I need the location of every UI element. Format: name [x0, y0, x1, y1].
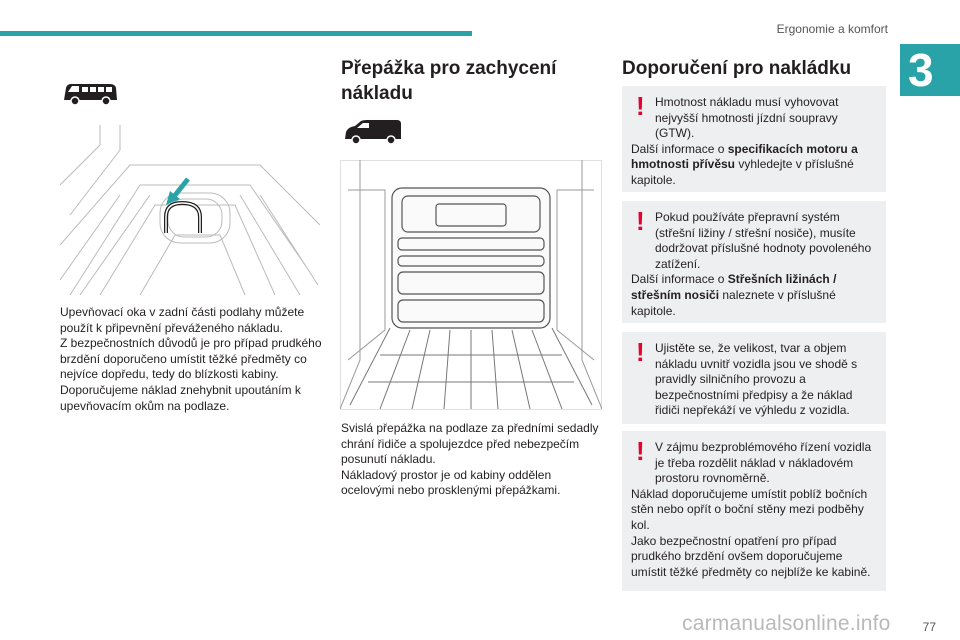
column-3: Doporučení pro nakládku: [622, 56, 886, 81]
warning-detail: Náklad doporučujeme umístit poblíž boční…: [631, 486, 868, 532]
chapter-tab: 3: [900, 44, 960, 96]
column-2: Přepážka pro zachycení nákladu: [341, 56, 601, 106]
paragraph: Upevňovací oka v zadní části podlahy můž…: [60, 305, 305, 335]
paragraph: Nákladový prostor je od kabiny oddělen o…: [341, 467, 561, 498]
section-title: Ergonomie a komfort: [776, 22, 888, 36]
warning-box: ! Hmotnost nákladu musí vyhovovat nejvyš…: [622, 86, 886, 192]
warning-text: Pokud používáte přepravní systém (střešn…: [655, 210, 872, 271]
warning-icon: !: [636, 337, 645, 367]
van-passenger-icon: [64, 84, 117, 106]
warning-text: Hmotnost nákladu musí vyhovovat nejvyšší…: [655, 95, 839, 141]
paragraph: Svislá přepážka na podlaze za předními s…: [341, 421, 599, 467]
warning-detail: Další informace o specifikacích motoru a…: [631, 141, 858, 187]
warning-text: V zájmu bezproblémového řízení vozidla j…: [655, 440, 872, 486]
warning-box: ! Pokud používáte přepravní systém (stře…: [622, 201, 886, 323]
column-1: [60, 80, 325, 113]
cargo-bulkhead-illustration: [340, 160, 602, 410]
warning-icon: !: [636, 436, 645, 466]
heading-cargo-bulkhead: Přepážka pro zachycení nákladu: [341, 58, 557, 104]
paragraph: Z bezpečnostních důvodů je pro případ pr…: [60, 336, 322, 382]
header-accent-bar: [0, 31, 472, 36]
warning-icon: !: [636, 91, 645, 121]
warning-text: Ujistěte se, že velikost, tvar a objem n…: [655, 341, 858, 418]
page-number: 77: [922, 620, 936, 634]
warning-box: ! V zájmu bezproblémového řízení vozidla…: [622, 431, 886, 591]
warning-icon: !: [636, 206, 645, 236]
watermark: carmanualsonline.info: [682, 612, 891, 635]
paragraph: Doporučujeme náklad znehybnit upoutáním …: [60, 382, 301, 413]
floor-anchor-illustration: [60, 125, 320, 295]
column-1-text: Upevňovací oka v zadní části podlahy můž…: [60, 305, 322, 414]
heading-loading-recommendations: Doporučení pro nakládku: [622, 58, 852, 79]
warning-box: ! Ujistěte se, že velikost, tvar a objem…: [622, 332, 886, 424]
van-cargo-icon: [345, 120, 401, 145]
warning-detail: Další informace o Střešních ližinách / s…: [631, 272, 837, 318]
column-2-text: Svislá přepážka na podlaze za předními s…: [341, 421, 603, 499]
warning-detail: Jako bezpečnostní opatření pro případ pr…: [631, 533, 871, 579]
